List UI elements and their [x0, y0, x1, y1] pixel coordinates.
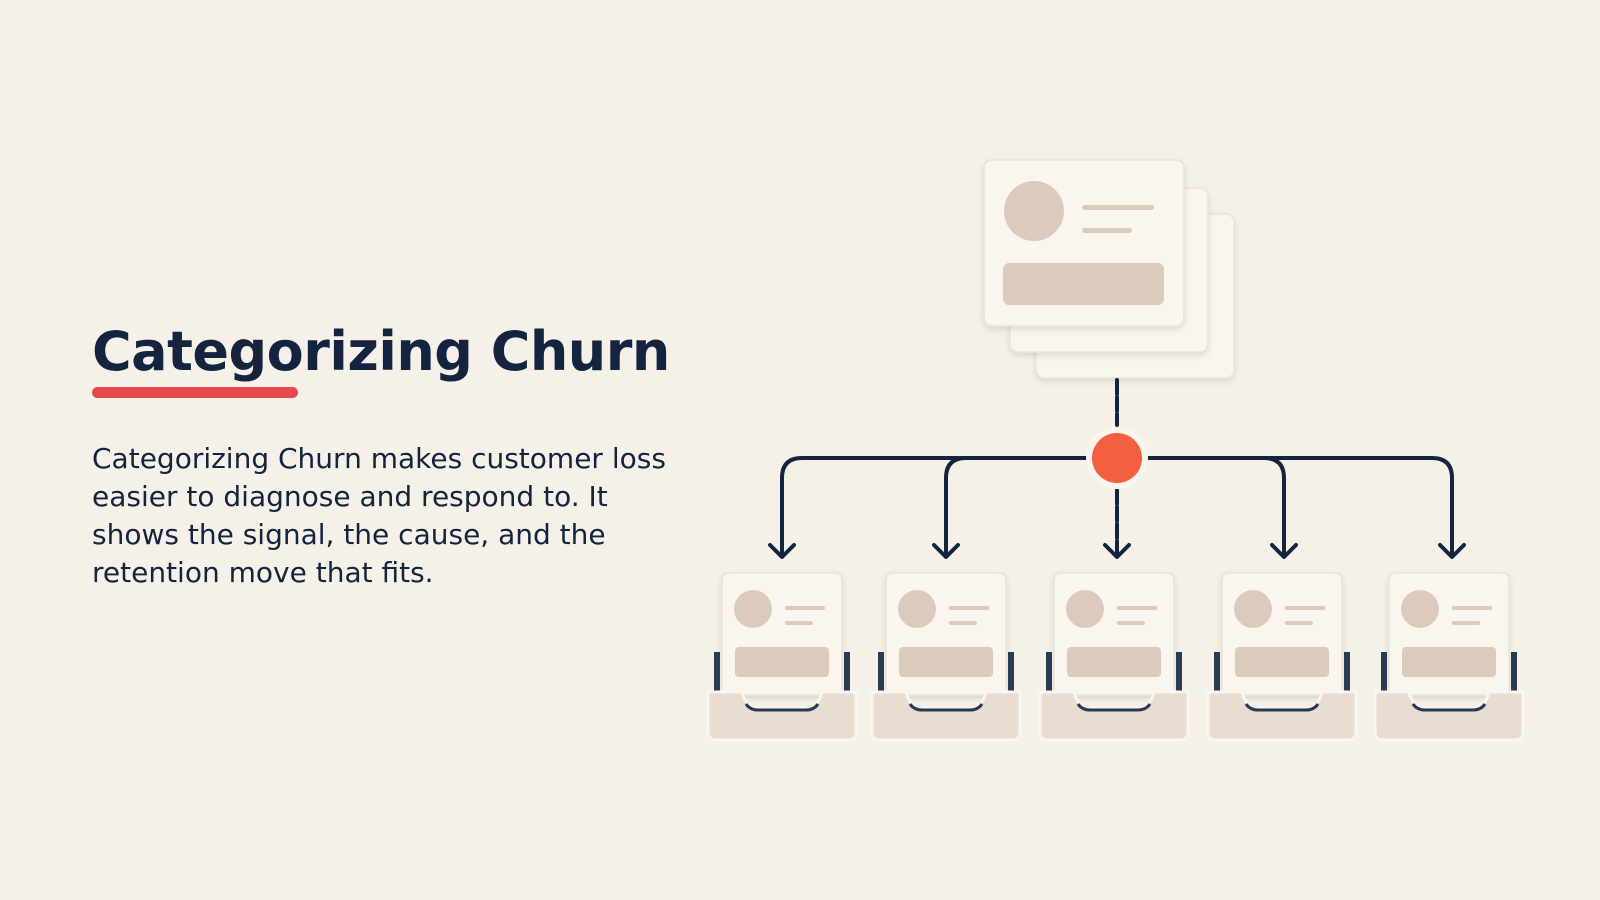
slide-description: Categorizing Churn makes customer loss e…	[92, 442, 666, 589]
routing-node-icon	[1086, 427, 1148, 489]
connector-lines	[780, 378, 1454, 557]
title-underline	[92, 387, 298, 399]
customer-card-tray-icon	[706, 572, 1525, 742]
customer-profile-stack-icon	[983, 159, 1235, 379]
page-title: Categorizing Churn	[92, 320, 670, 383]
arrow-heads	[768, 543, 1466, 559]
title-block: Categorizing Churn	[92, 320, 692, 399]
